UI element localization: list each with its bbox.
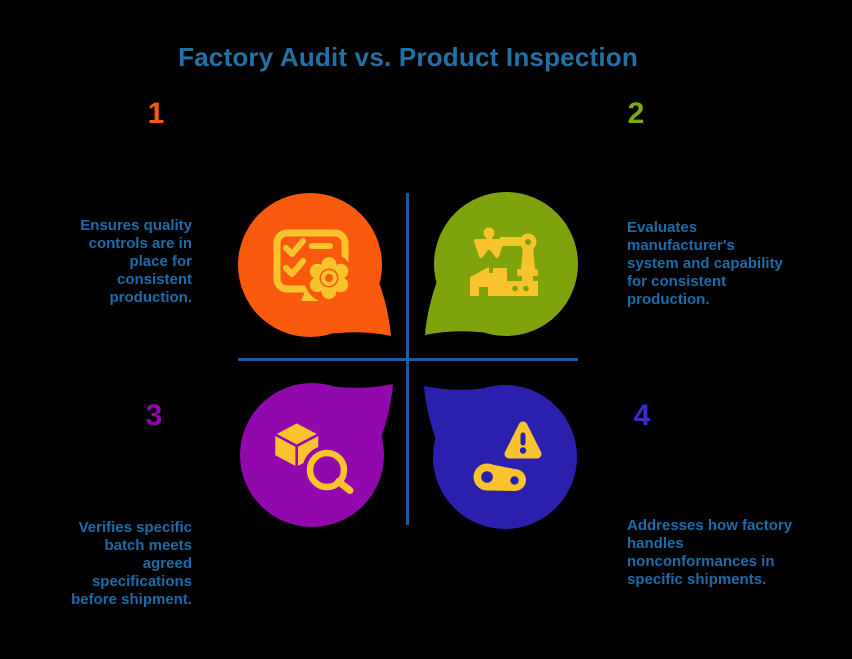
speech-bubble-4 (415, 367, 595, 547)
step-2-number: 2 (627, 97, 645, 130)
speech-bubble-3 (222, 365, 402, 545)
speech-bubble-1 (220, 175, 400, 355)
warning-nonconformance-icon (473, 421, 542, 491)
step-1-number: 1 (147, 97, 165, 130)
step-3-description: Verifies specific batch meets agreed spe… (71, 519, 192, 608)
robot-arm-factory-icon (470, 227, 538, 296)
divider-horizontal (238, 358, 578, 361)
bubble-shape (424, 385, 577, 529)
step-4-number: 4 (633, 399, 651, 432)
step-1-description: Ensures quality controls are in place fo… (80, 217, 192, 306)
step-2-description: Evaluates manufacturer's system and capa… (627, 219, 783, 308)
speech-bubble-2 (416, 174, 596, 354)
step-3-number: 3 (145, 399, 163, 432)
page-title: Factory Audit vs. Product Inspection (178, 42, 638, 72)
bubble-shape (425, 192, 578, 336)
checklist-gear-icon (273, 229, 354, 303)
step-4-description: Addresses how factory handles nonconform… (627, 517, 793, 588)
box-magnifier-icon (272, 420, 356, 497)
